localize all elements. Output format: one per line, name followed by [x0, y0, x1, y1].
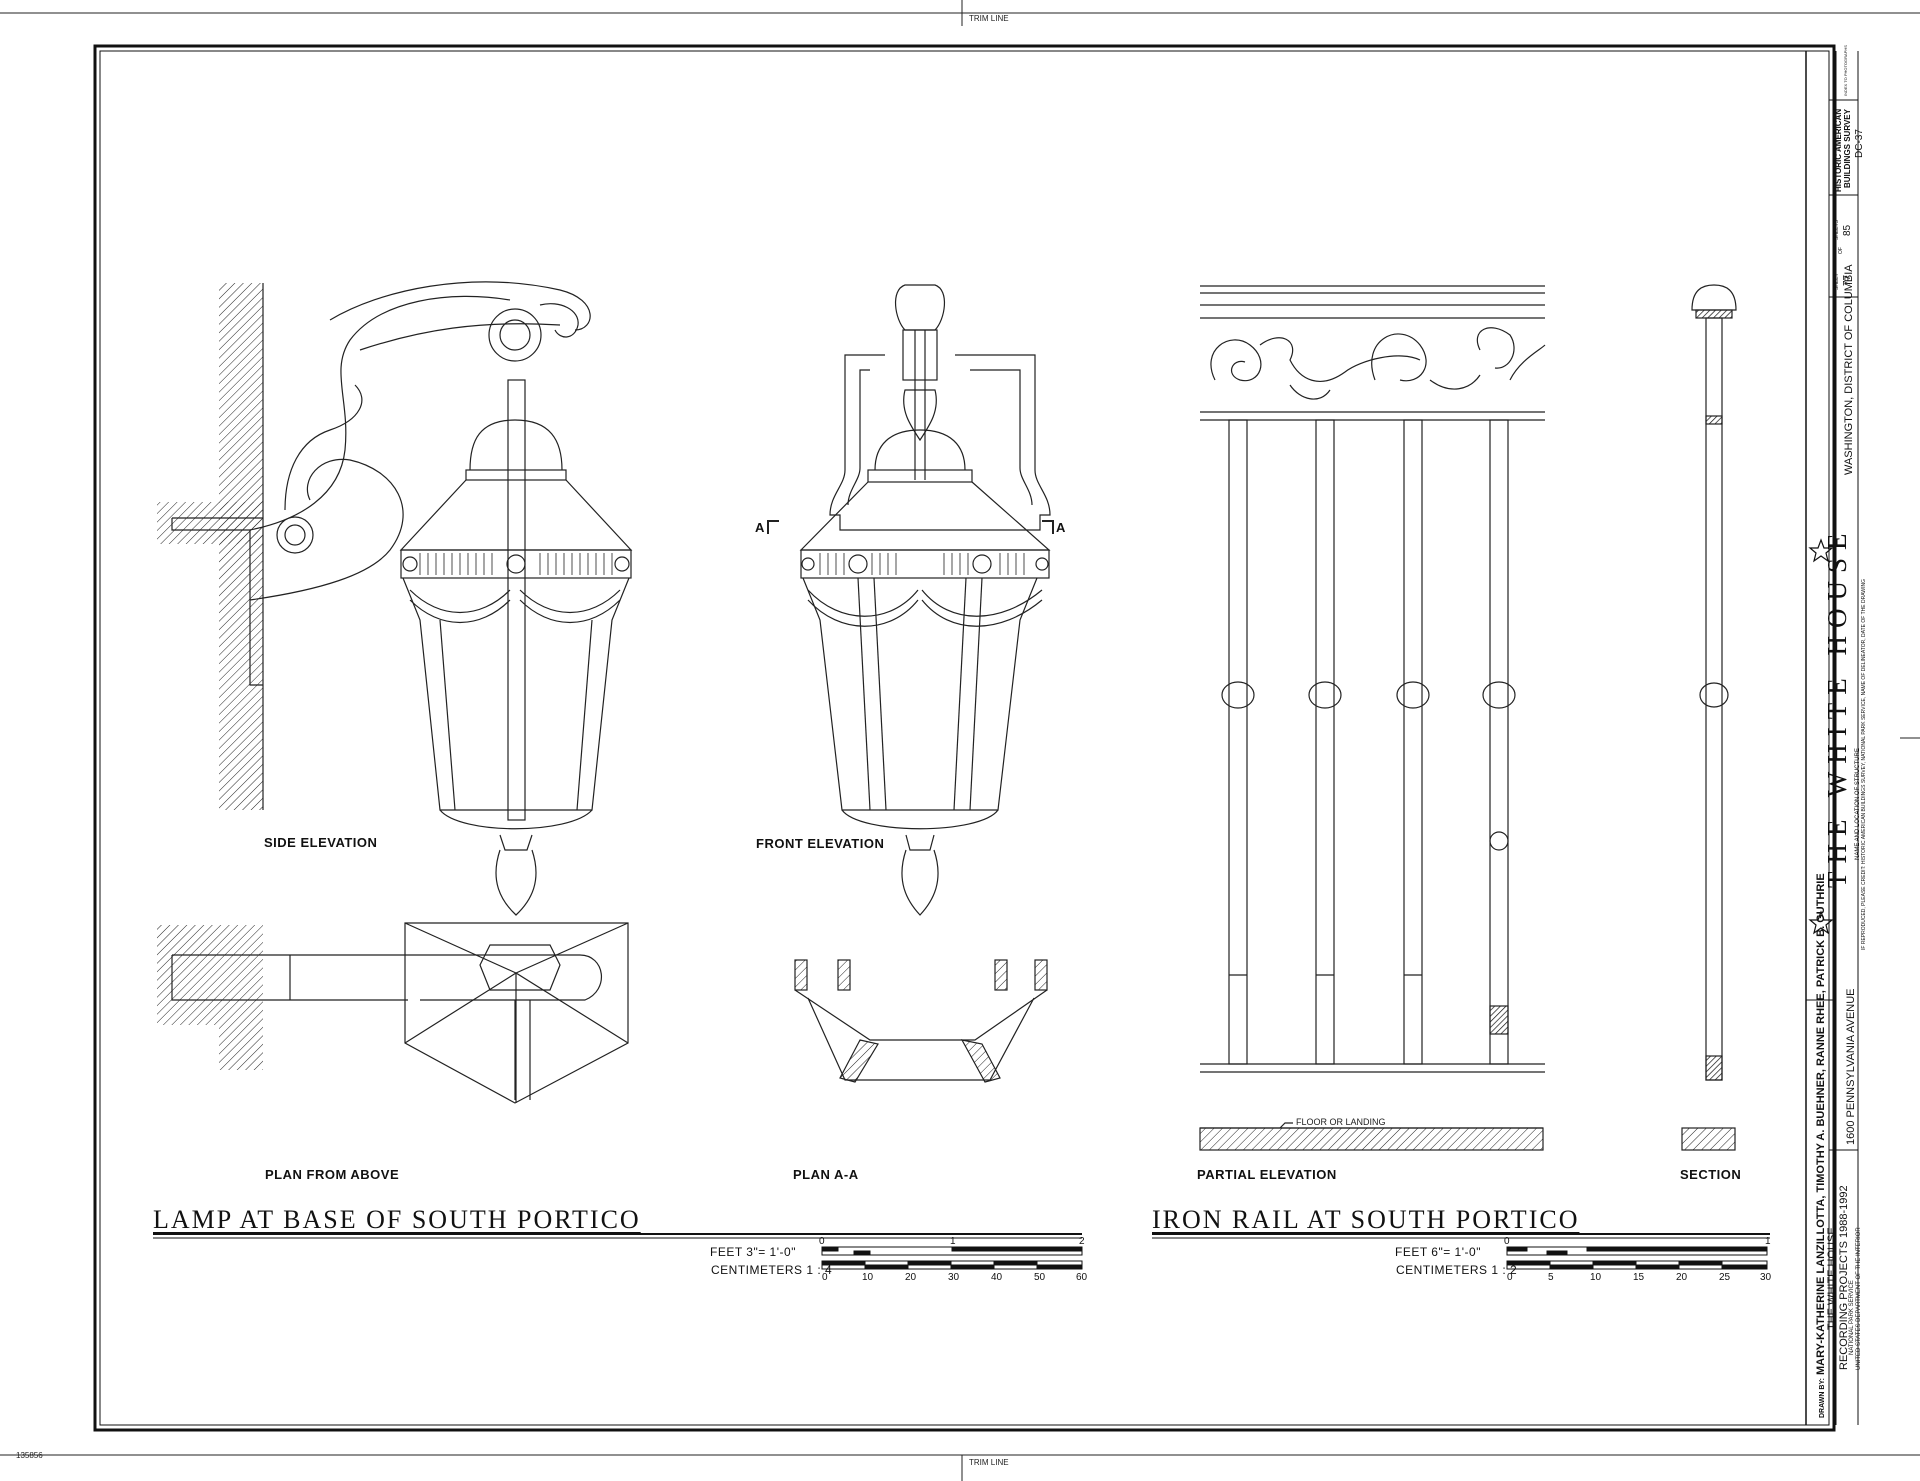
front-elevation-drawing	[767, 284, 1054, 916]
sheets-label: SHEETS	[1834, 219, 1840, 240]
partial-elevation-label: PARTIAL ELEVATION	[1197, 1167, 1337, 1182]
front-elevation-label: FRONT ELEVATION	[756, 836, 885, 851]
index-label: INDEX TO PHOTOGRAPHS	[1843, 45, 1848, 96]
star-icons	[1808, 538, 1834, 935]
survey-line-1: HISTORIC AMERICAN	[1834, 108, 1843, 192]
plan-from-above-drawing	[157, 922, 629, 1104]
side-elevation-label: SIDE ELEVATION	[264, 835, 378, 850]
partial-elevation-drawing	[1199, 285, 1546, 1151]
plan-a-a-label: PLAN A-A	[793, 1167, 859, 1182]
section-label: SECTION	[1680, 1167, 1742, 1182]
outer-border	[93, 44, 1836, 1432]
rail-cm-tick: 15	[1633, 1272, 1645, 1283]
rail-scale-bar	[1506, 1246, 1768, 1270]
plan-a-a-drawing	[794, 959, 1048, 1083]
lamp-cm-tick: 30	[948, 1272, 960, 1283]
floor-note: FLOOR OR LANDING	[1296, 1117, 1386, 1127]
inner-border	[99, 50, 1830, 1426]
sheets-total: 85	[1842, 224, 1853, 236]
lamp-scale-bar	[821, 1246, 1083, 1270]
drawn-by-line: DRAWN BY: MARY-KATHERINE LANZILLOTTA, TI…	[1815, 873, 1827, 1418]
rail-feet-tick: 1	[1765, 1236, 1771, 1247]
agency-name: NATIONAL PARK SERVICE	[1849, 1280, 1855, 1355]
section-mark-left: A	[755, 520, 765, 535]
lamp-cm-tick: 10	[862, 1272, 874, 1283]
rail-cm-tick: 20	[1676, 1272, 1688, 1283]
lamp-cm-tick: 50	[1034, 1272, 1046, 1283]
of-label: OF	[1838, 247, 1844, 254]
rail-cm-tick: 5	[1548, 1272, 1554, 1283]
trim-line-top: TRIM LINE	[969, 14, 1009, 23]
side-elevation-drawing	[157, 281, 633, 916]
lamp-feet-tick: 2	[1079, 1236, 1085, 1247]
rail-cm-tick: 30	[1760, 1272, 1772, 1283]
sheet-number: 77	[1842, 274, 1853, 286]
agency-department: UNITED STATES DEPARTMENT OF THE INTERIOR	[1856, 1227, 1862, 1370]
title-rules	[153, 1233, 1770, 1239]
trim-line-bottom: TRIM LINE	[969, 1458, 1009, 1467]
main-title: THE WHITE HOUSE	[1822, 525, 1852, 888]
survey-number: DC-37	[1854, 129, 1865, 158]
rail-balusters	[1221, 419, 1516, 1065]
project-name: THE WHITE HOUSE	[1826, 1227, 1838, 1330]
lamp-cm-scale-label: CENTIMETERS 1 : 4	[711, 1263, 833, 1277]
sheet-code: 135856	[16, 1451, 43, 1460]
survey-line-2: BUILDINGS SURVEY	[1843, 109, 1852, 188]
rail-cm-tick: 25	[1719, 1272, 1731, 1283]
rail-section-drawing	[1681, 284, 1737, 1151]
lamp-cm-tick: 60	[1076, 1272, 1088, 1283]
rail-cm-tick: 0	[1507, 1272, 1513, 1283]
rail-cm-tick: 10	[1590, 1272, 1602, 1283]
lamp-feet-tick: 0	[819, 1236, 825, 1247]
rail-feet-tick: 0	[1504, 1236, 1510, 1247]
rail-cm-scale-label: CENTIMETERS 1 : 2	[1396, 1263, 1518, 1277]
star-icon	[1808, 538, 1834, 563]
lamp-title: LAMP AT BASE OF SOUTH PORTICO	[153, 1205, 641, 1234]
location: WASHINGTON, DISTRICT OF COLUMBIA	[1843, 264, 1855, 475]
star-icon	[1808, 910, 1834, 935]
plan-from-above-label: PLAN FROM ABOVE	[265, 1167, 400, 1182]
lamp-feet-scale-label: FEET 3"= 1'-0"	[710, 1245, 796, 1259]
sheet-label: SHEET	[1834, 273, 1840, 290]
rail-title: IRON RAIL AT SOUTH PORTICO	[1152, 1205, 1580, 1234]
section-mark-right: A	[1056, 520, 1066, 535]
lamp-cm-tick: 40	[991, 1272, 1003, 1283]
lamp-cm-tick: 0	[822, 1272, 828, 1283]
rail-feet-scale-label: FEET 6"= 1'-0"	[1395, 1245, 1481, 1259]
lamp-feet-tick: 1	[950, 1236, 956, 1247]
lamp-cm-tick: 20	[905, 1272, 917, 1283]
structure-address: 1600 PENNSYLVANIA AVENUE	[1845, 988, 1857, 1145]
title-block-frame	[1805, 51, 1859, 1425]
credit-line: IF REPRODUCED, PLEASE CREDIT: HISTORIC A…	[1861, 579, 1867, 950]
drawn-by-prefix: DRAWN BY:	[1819, 1378, 1826, 1418]
